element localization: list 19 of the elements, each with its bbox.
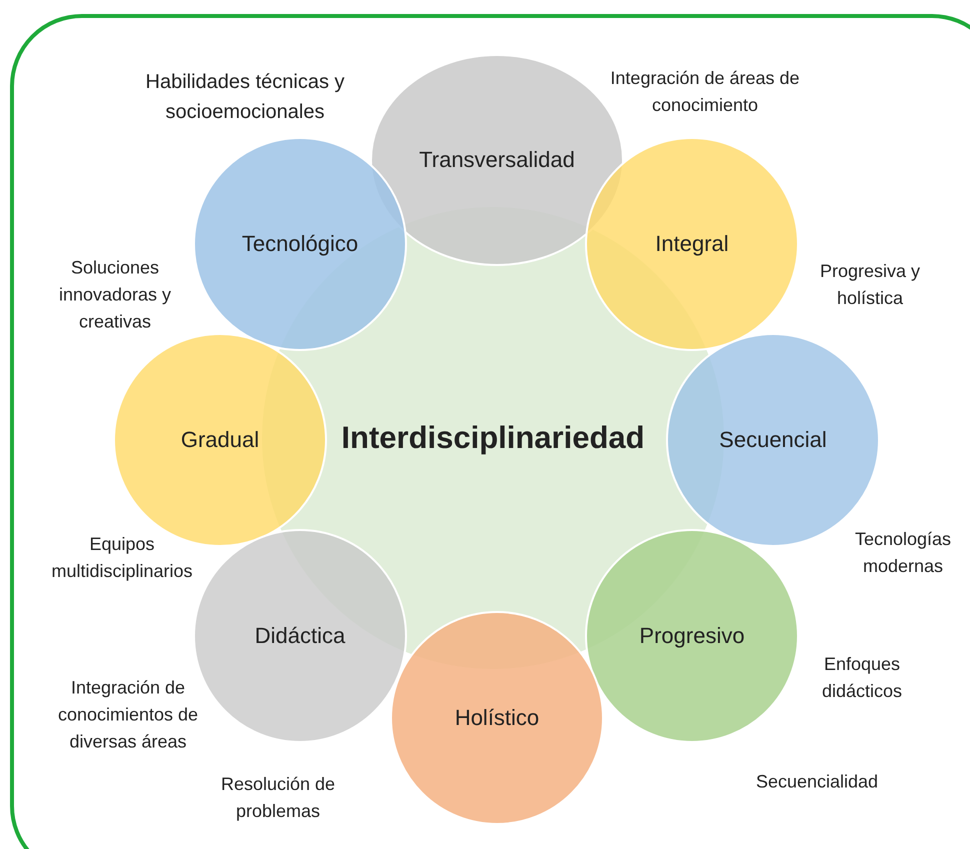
circle-label: Holístico	[454, 705, 540, 731]
annotation-text: Habilidades técnicas y socioemocionales	[145, 70, 345, 125]
annotation-text: Secuencialidad	[754, 770, 880, 794]
circle-label: Gradual	[180, 427, 260, 453]
central-label: Interdisciplinariedad	[340, 420, 646, 456]
annotation-text: Tecnologías modernas	[854, 528, 952, 578]
circle-label: Secuencial	[718, 427, 828, 453]
annotation-text: Soluciones innovadoras y creativas	[58, 256, 172, 334]
annotation-text: Resolución de problemas	[220, 773, 336, 823]
circle-label: Progresivo	[638, 623, 746, 649]
annotation-text: Integración de conocimientos de diversas áreas	[56, 676, 200, 754]
annotation-text: Integración de áreas de conocimiento	[609, 67, 801, 117]
circle-label: Integral	[654, 231, 730, 257]
circle-label: Transversalidad	[418, 147, 576, 173]
annotation-text: Enfoques didácticos	[820, 653, 904, 703]
circle-label: Tecnológico	[240, 231, 360, 257]
circle-label: Didáctica	[254, 623, 346, 649]
annotation-text: Equipos multidisciplinarios	[50, 533, 194, 583]
annotation-text: Progresiva y holística	[818, 260, 922, 310]
